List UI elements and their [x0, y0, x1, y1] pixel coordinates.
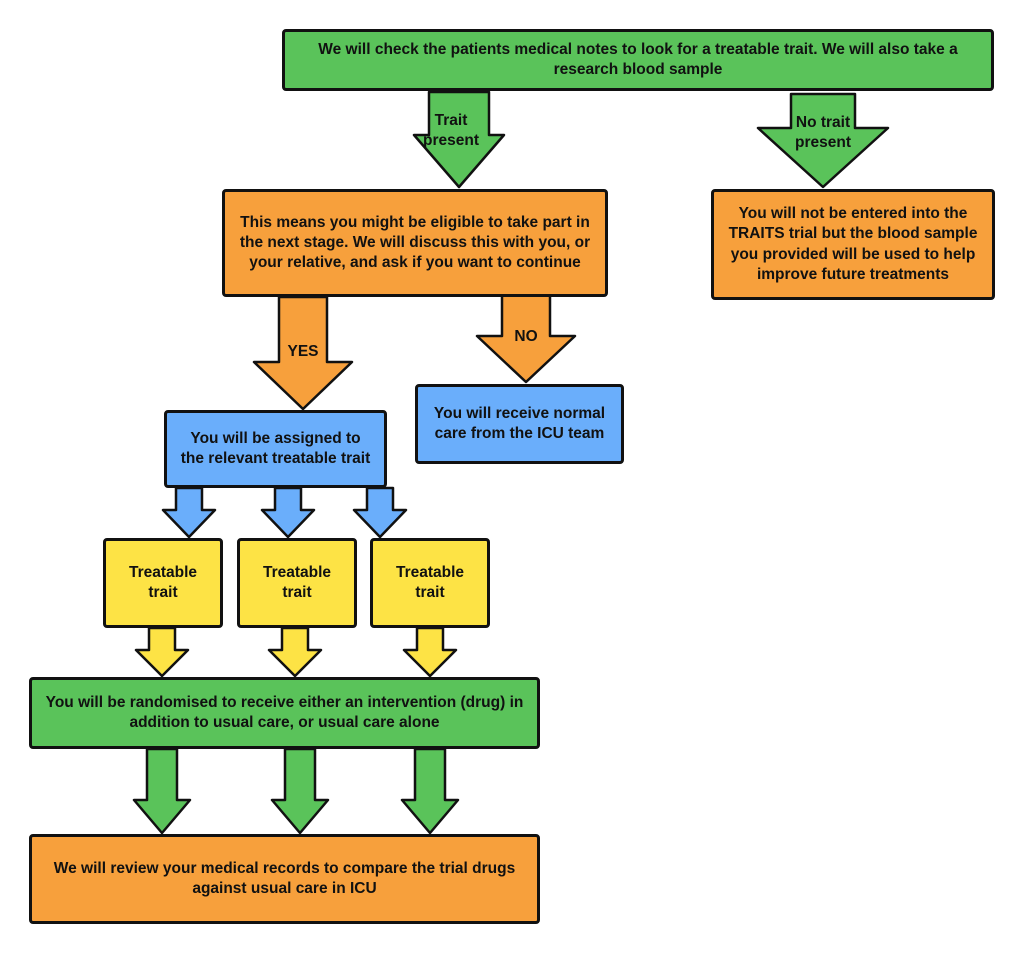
assigned-arrow-1	[161, 486, 217, 539]
review-records-box: We will review your medical records to c…	[29, 834, 540, 924]
assigned-box: You will be assigned to the relevant tre…	[164, 410, 387, 488]
trait-arrow-2	[267, 626, 323, 678]
trait-arrow-3	[402, 626, 458, 678]
randomised-arrow-2	[270, 747, 330, 835]
check-notes-box: We will check the patients medical notes…	[282, 29, 994, 91]
trait-present-arrow	[412, 90, 506, 189]
no-label: NO	[514, 328, 538, 345]
randomised-arrow-3	[400, 747, 460, 835]
assigned-arrow-3	[352, 486, 408, 539]
trait-present-label: Trait present	[423, 112, 479, 150]
yes-label: YES	[287, 343, 319, 360]
randomised-arrow-1	[132, 747, 192, 835]
treatable-trait-box-3: Treatable trait	[370, 538, 490, 628]
not-entered-box: You will not be entered into the TRAITS …	[711, 189, 995, 300]
eligible-box: This means you might be eligible to take…	[222, 189, 608, 297]
randomised-box: You will be randomised to receive either…	[29, 677, 540, 749]
normal-care-box: You will receive normal care from the IC…	[415, 384, 624, 464]
yes-arrow	[252, 295, 354, 411]
assigned-arrow-2	[260, 486, 316, 539]
no-trait-present-arrow	[756, 92, 890, 189]
treatable-trait-box-1: Treatable trait	[103, 538, 223, 628]
no-arrow	[475, 291, 577, 384]
no-trait-present-label: No trait present	[795, 114, 851, 152]
treatable-trait-box-2: Treatable trait	[237, 538, 357, 628]
trait-arrow-1	[134, 626, 190, 678]
